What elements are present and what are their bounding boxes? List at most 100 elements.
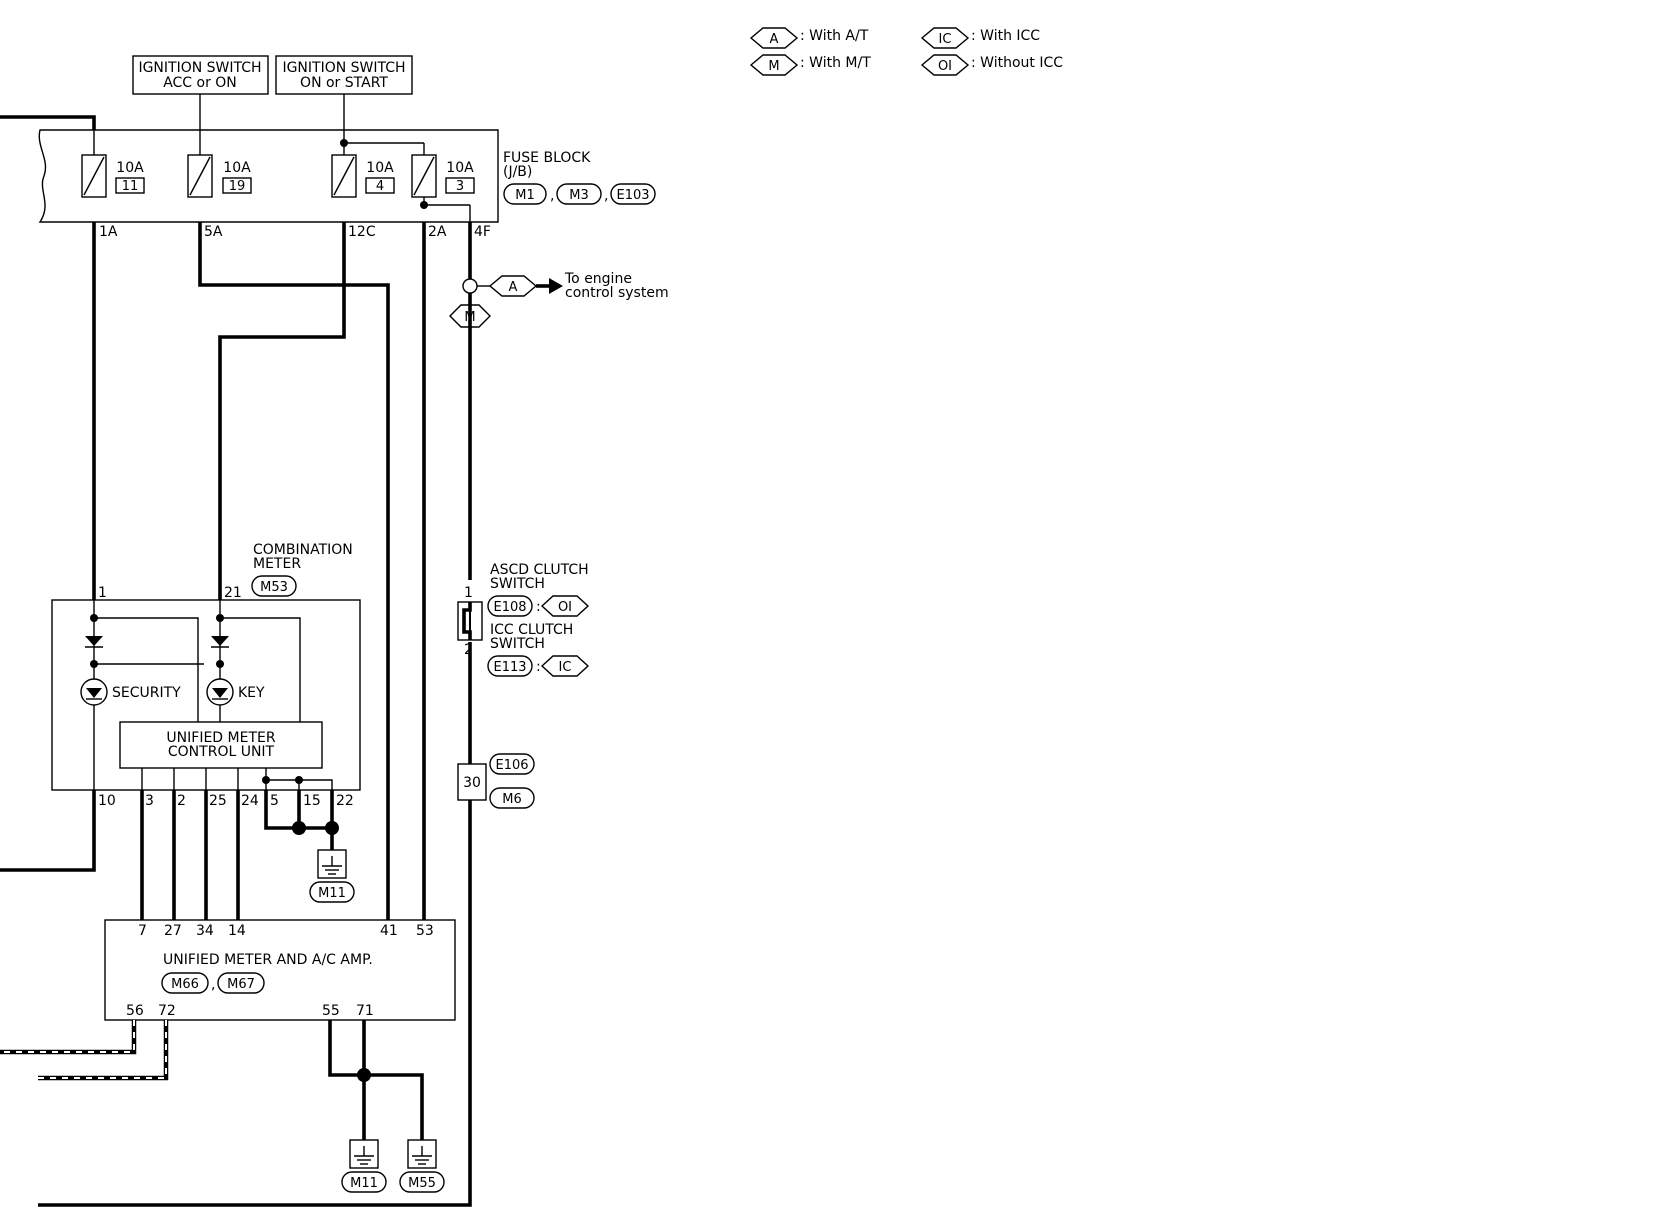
connector-circle	[462, 278, 478, 294]
amp-title: UNIFIED METER AND A/C AMP.	[163, 952, 373, 968]
ignition-start-line1: IGNITION SWITCH	[282, 60, 405, 76]
connector-label: M53	[260, 580, 288, 595]
security-lamp-icon	[80, 678, 108, 706]
legend-text: : With M/T	[800, 55, 871, 71]
pin-label: 56	[126, 1003, 144, 1019]
ascd-switch-subtitle: SWITCH	[490, 576, 545, 592]
connector-label: E103	[616, 188, 649, 203]
ground-meter: M11	[309, 849, 355, 903]
pin-label: 10	[98, 793, 116, 809]
pin-label: 1	[464, 585, 473, 601]
legend-text: : Without ICC	[971, 55, 1063, 71]
legend-without-icc: OI : Without ICC	[920, 54, 1063, 76]
connector-label: M11	[318, 886, 346, 901]
pin-label: 30	[463, 775, 481, 791]
control-unit-line2: CONTROL UNIT	[168, 744, 275, 760]
pin-label: 34	[196, 923, 214, 939]
pin-label: 2A	[428, 224, 447, 240]
fuse-block: 10A 11 10A 19 10A 4 10A 3	[38, 94, 656, 240]
ignition-switch-acc: IGNITION SWITCH ACC or ON	[132, 55, 269, 95]
connector-label: M3	[569, 188, 589, 203]
diode-icon	[211, 636, 229, 646]
pin-label: 12C	[348, 224, 376, 240]
splice-dot	[357, 1068, 371, 1082]
separator: :	[536, 659, 541, 675]
fuse-number: 19	[229, 179, 246, 194]
clutch-switch: 1 2 ASCD CLUTCH SWITCH E108 : OI ICC CLU…	[457, 562, 590, 677]
ignition-acc-line1: IGNITION SWITCH	[138, 60, 261, 76]
pin-label: 5	[270, 793, 279, 809]
pin-label: 5A	[204, 224, 223, 240]
fuse-number: 4	[376, 179, 384, 194]
connector-label: M66	[171, 977, 199, 992]
ignition-switch-start: IGNITION SWITCH ON or START	[275, 55, 413, 95]
icc-switch-title: ICC CLUTCH	[490, 622, 573, 638]
fuse-11: 10A 11	[81, 154, 145, 198]
ground-amp-m11: M11	[341, 1139, 387, 1193]
engine-text-line1: To engine	[564, 271, 632, 287]
fuse-block-title: FUSE BLOCK	[503, 150, 591, 166]
ascd-switch-title: ASCD CLUTCH	[490, 562, 589, 578]
shielded-wires	[0, 1020, 169, 1081]
fuse-amp: 10A	[116, 160, 144, 176]
legend-with-icc: IC : With ICC	[920, 27, 1040, 49]
option-code: OI	[558, 600, 572, 615]
legend-code: OI	[938, 59, 952, 74]
lamp-key-label: KEY	[238, 685, 265, 701]
option-code-mt: M	[464, 310, 475, 325]
fuse-amp: 10A	[366, 160, 394, 176]
pin-label: 14	[228, 923, 246, 939]
combination-meter-subtitle: METER	[253, 556, 301, 572]
pin-label: 1	[98, 585, 107, 601]
engine-control-branch: A To engine control system M	[449, 271, 669, 328]
wires	[0, 115, 472, 1207]
key-lamp-icon	[206, 678, 234, 706]
engine-text-line2: control system	[565, 285, 669, 301]
icc-switch-subtitle: SWITCH	[490, 636, 545, 652]
connector-label: M11	[350, 1176, 378, 1191]
connector-label: E113	[493, 660, 526, 675]
connector-label: M1	[515, 188, 535, 203]
fuse-block-subtitle: (J/B)	[503, 164, 532, 180]
legend: A : With A/T M : With M/T IC : With ICC …	[749, 27, 1063, 76]
legend-code: M	[768, 59, 779, 74]
connector-label: M67	[227, 977, 255, 992]
separator: ,	[550, 188, 554, 204]
connector-label: E106	[495, 758, 528, 773]
pin-label: 2	[177, 793, 186, 809]
fuse-number: 3	[456, 179, 464, 194]
ground-amp-m55: M55	[399, 1139, 445, 1193]
connector-label: M6	[502, 792, 522, 807]
ignition-acc-line2: ACC or ON	[163, 75, 237, 91]
legend-text: : With A/T	[800, 28, 869, 44]
legend-code: A	[770, 32, 779, 47]
option-code-at: A	[509, 280, 518, 295]
pin-label: 1A	[99, 224, 118, 240]
separator: ,	[211, 977, 215, 993]
option-code: IC	[559, 660, 572, 675]
fuse-3: 10A 3	[411, 154, 475, 198]
arrow-right-icon	[549, 278, 563, 294]
splice-dot	[420, 201, 428, 209]
splice-dot	[340, 139, 348, 147]
lamp-security-label: SECURITY	[112, 685, 181, 701]
combination-meter-title: COMBINATION	[253, 542, 353, 558]
combination-meter: COMBINATION METER M53 1 21 SECURITY	[51, 542, 361, 835]
legend-code: IC	[939, 32, 952, 47]
pin-label: 71	[356, 1003, 374, 1019]
legend-with-mt: M : With M/T	[749, 54, 871, 76]
fuse-number: 11	[122, 179, 139, 194]
pin-label: 2	[464, 642, 473, 658]
diode-icon	[85, 636, 103, 646]
pin-label: 25	[209, 793, 227, 809]
pin-label: 15	[303, 793, 321, 809]
joint-connector: 30 E106 M6	[457, 753, 535, 809]
pin-label: 24	[241, 793, 259, 809]
unified-meter-ac-amp: 7 27 34 14 41 53 UNIFIED METER AND A/C A…	[104, 919, 456, 1021]
pin-label: 3	[145, 793, 154, 809]
fuse-amp: 10A	[446, 160, 474, 176]
legend-text: : With ICC	[971, 28, 1040, 44]
legend-with-at: A : With A/T	[749, 27, 869, 49]
pin-label: 41	[380, 923, 398, 939]
